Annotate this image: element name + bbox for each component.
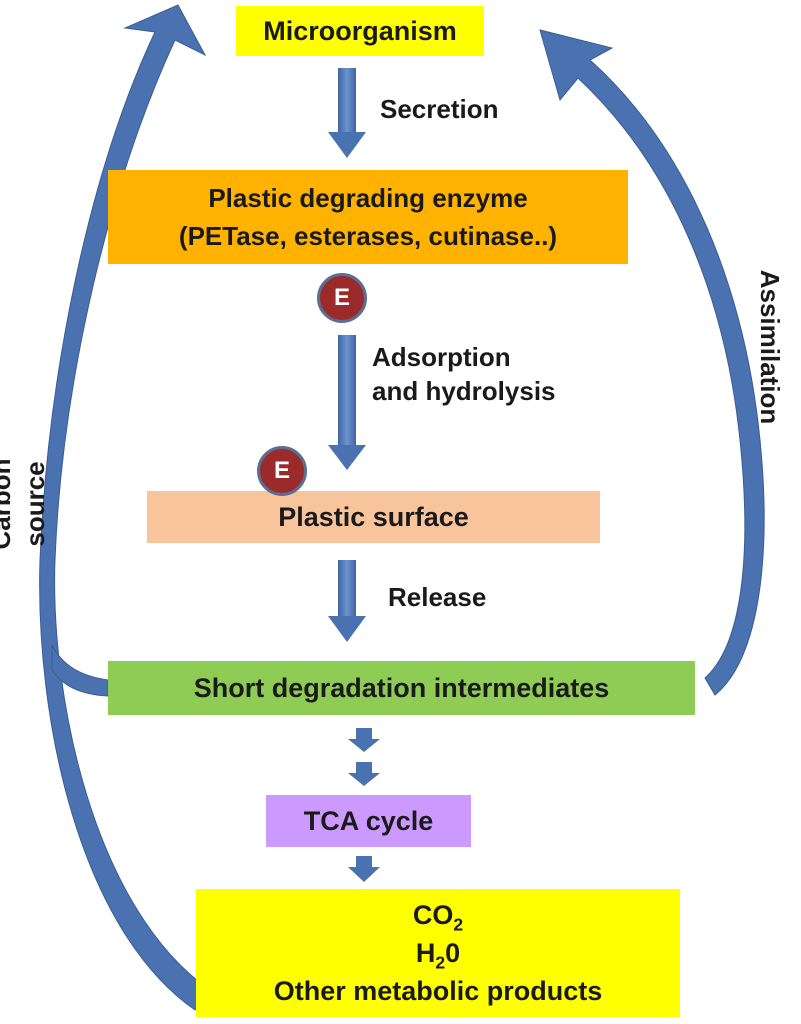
to-tca-arrow-1 [348,728,380,752]
adsorption-label-line2: and hydrolysis [372,376,556,406]
enzyme-label-line1: Plastic degrading enzyme [208,183,528,213]
h2o-label: H20 [415,938,461,973]
tca-cycle-label: TCA cycle [303,805,434,836]
adsorption-label-line1: Adsorption [372,342,511,372]
plastic-surface-box: Plastic surface [147,491,600,543]
tca-cycle-box: TCA cycle [266,795,471,847]
carbon-source-label: Carbon source [0,458,50,550]
secretion-label: Secretion [380,94,499,124]
to-products-arrow [348,856,380,882]
intermediates-label: Short degradation intermediates [193,672,610,703]
assimilation-label: Assimilation [755,269,785,425]
enzyme-box: Plastic degrading enzyme (PETase, estera… [108,170,628,264]
enzyme-label-line2: (PETase, esterases, cutinase..) [178,221,558,251]
co2-label: CO2 [412,900,464,935]
secretion-arrow [328,68,366,158]
carbon-source-arrow [39,4,211,1011]
adsorption-label: Adsorption and hydrolysis [372,340,556,408]
assimilation-arrow [539,29,765,696]
enzyme-marker-surface: E [257,446,307,496]
microorganism-box: Microorganism [236,6,484,56]
adsorption-arrow [328,335,366,470]
to-tca-arrow-2 [348,762,380,786]
release-arrow [328,560,366,642]
release-label: Release [388,582,487,612]
enzyme-marker-top: E [317,273,367,323]
products-box: CO2 H20 Other metabolic products [196,889,680,1017]
intermediates-carbon-branch [51,644,109,697]
microorganism-label: Microorganism [263,15,457,46]
intermediates-box: Short degradation intermediates [108,661,695,715]
plastic-surface-label: Plastic surface [278,501,469,532]
other-products-label: Other metabolic products [273,976,603,1006]
